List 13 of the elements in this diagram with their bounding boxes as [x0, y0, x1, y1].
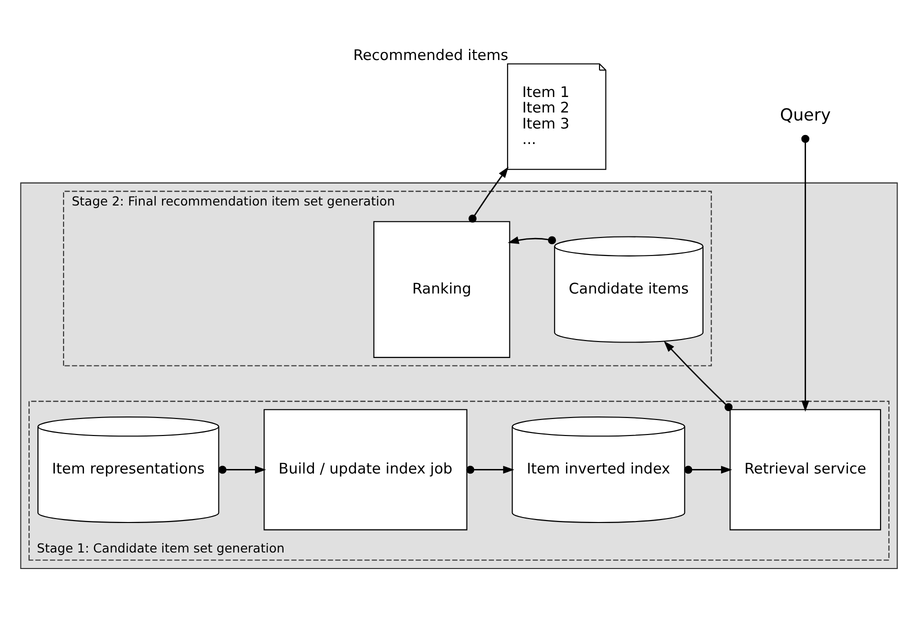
arrow	[218, 465, 266, 474]
arrow	[801, 134, 810, 412]
node-text: Query	[780, 104, 831, 124]
arrow	[466, 465, 514, 474]
node-label: Recommended items	[353, 46, 508, 64]
cluster	[20, 182, 898, 568]
arrow	[468, 166, 509, 222]
node-box: Retrieval service	[730, 408, 882, 530]
arrow	[664, 340, 733, 411]
arrow	[508, 236, 556, 244]
node-box: Ranking	[373, 220, 510, 358]
arrow	[684, 465, 732, 474]
node-box: Build / update index job	[264, 408, 468, 530]
